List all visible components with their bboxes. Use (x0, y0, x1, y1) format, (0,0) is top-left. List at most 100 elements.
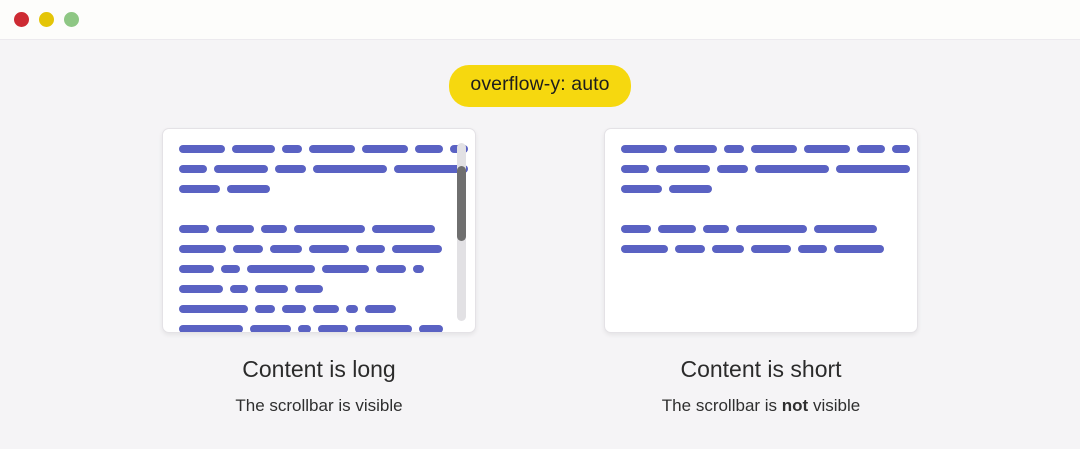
vertical-scrollbar-track[interactable] (457, 143, 466, 321)
text-line-group (179, 144, 475, 332)
text-line-segment (355, 324, 412, 332)
text-line-segment (214, 164, 268, 173)
caption-suffix: visible (808, 396, 861, 416)
minimize-window-button[interactable] (39, 12, 54, 27)
text-line-segment (415, 144, 444, 153)
text-line-segment (179, 184, 220, 193)
traffic-light-buttons (14, 12, 79, 27)
text-line-segment (673, 144, 718, 153)
window-titlebar (0, 0, 1080, 40)
text-line-segment (255, 304, 275, 313)
text-line-segment (712, 244, 744, 253)
text-line-segment (282, 304, 306, 313)
close-window-button[interactable] (14, 12, 29, 27)
text-line-segment (231, 144, 276, 153)
text-line (179, 184, 475, 193)
text-line (179, 304, 475, 313)
text-line-segment (376, 264, 406, 273)
text-line-segment (834, 244, 884, 253)
text-line (179, 144, 475, 153)
text-line-group (621, 144, 917, 264)
text-line (179, 284, 475, 293)
text-line-segment (216, 224, 254, 233)
text-line-segment (361, 144, 409, 153)
overflow-property-badge: overflow-y: auto (449, 65, 631, 107)
text-line-segment (658, 224, 696, 233)
text-line-segment (703, 224, 729, 233)
text-line (179, 244, 475, 253)
text-line-segment (230, 284, 248, 293)
text-line-segment (294, 224, 365, 233)
panel-caption-title: Content is long (242, 356, 396, 382)
text-line (621, 224, 917, 233)
text-line-segment (318, 324, 348, 332)
text-line-segment (312, 164, 387, 173)
text-line (621, 144, 917, 153)
text-line-segment (221, 264, 240, 273)
text-line (179, 264, 475, 273)
text-line-segment (751, 244, 791, 253)
text-line-segment (365, 304, 396, 313)
panel-caption-subtitle: The scrollbar is not visible (662, 396, 860, 416)
text-line-segment (179, 144, 225, 153)
text-line-segment (372, 224, 435, 233)
maximize-window-button[interactable] (64, 12, 79, 27)
text-line-segment (798, 244, 827, 253)
text-line-segment (298, 324, 311, 332)
text-line-segment (393, 164, 469, 173)
text-line-segment (675, 244, 705, 253)
text-line-segment (621, 184, 662, 193)
text-line-segment (261, 224, 287, 233)
text-line-segment (274, 164, 306, 173)
text-line-segment (803, 144, 851, 153)
text-line (179, 324, 475, 332)
text-line-segment (346, 304, 358, 313)
scroll-container-long-content[interactable] (162, 128, 476, 333)
text-line-gap (179, 204, 475, 213)
text-line-segment (227, 184, 270, 193)
text-line-segment (754, 164, 829, 173)
text-line-segment (179, 304, 248, 313)
text-line-segment (295, 284, 323, 293)
text-line-gap (621, 204, 917, 213)
text-line-segment (835, 164, 911, 173)
text-line (621, 244, 917, 253)
text-line (621, 164, 917, 173)
text-line-segment (621, 244, 668, 253)
text-line-segment (250, 324, 291, 332)
text-line (621, 184, 917, 193)
text-line-segment (751, 144, 797, 153)
text-line-segment (309, 144, 355, 153)
text-line-segment (356, 244, 385, 253)
text-line-segment (179, 264, 214, 273)
text-line-segment (313, 304, 339, 313)
text-line-segment (814, 224, 877, 233)
caption-prefix: The scrollbar is (661, 396, 782, 416)
text-line-segment (724, 144, 745, 153)
text-line-segment (309, 244, 349, 253)
text-line-segment (621, 144, 667, 153)
text-line-segment (413, 264, 424, 273)
text-line-segment (621, 164, 650, 173)
panel-caption-subtitle: The scrollbar is visible (235, 396, 402, 416)
text-line-segment (857, 144, 886, 153)
text-line-segment (716, 164, 748, 173)
text-line-segment (247, 264, 315, 273)
text-line-segment (669, 184, 712, 193)
text-line-segment (656, 164, 710, 173)
scroll-container-short-content[interactable] (604, 128, 918, 333)
caption-prefix: The scrollbar is (235, 396, 356, 416)
text-line-segment (736, 224, 807, 233)
text-line-segment (282, 144, 303, 153)
caption-suffix: visible (355, 396, 403, 416)
vertical-scrollbar-thumb[interactable] (457, 166, 466, 241)
text-line-segment (255, 284, 288, 293)
caption-emphasis: not (781, 396, 809, 416)
text-line-segment (179, 284, 223, 293)
panel-caption-title: Content is short (680, 356, 842, 382)
